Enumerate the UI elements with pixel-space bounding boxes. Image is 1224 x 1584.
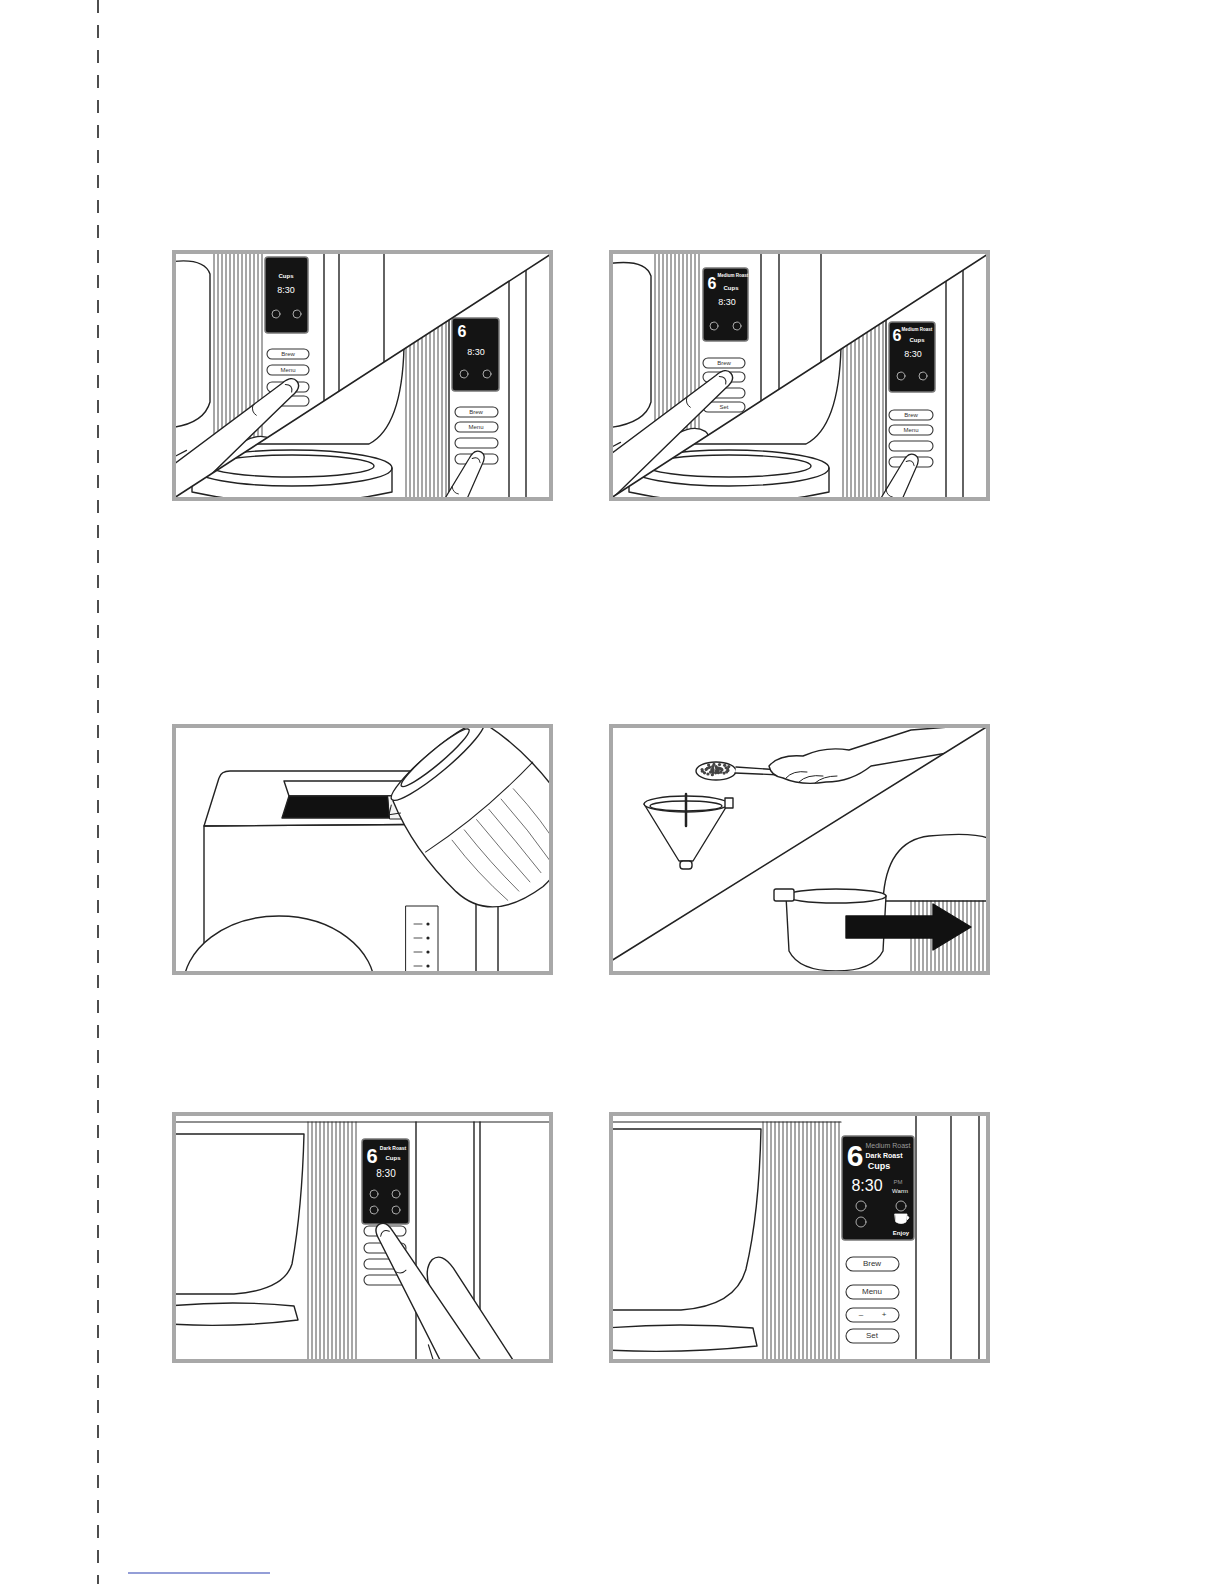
display-text: 8:30 xyxy=(376,1169,395,1179)
button-label: Menu xyxy=(862,1288,882,1296)
button-label: Brew xyxy=(717,360,731,366)
link-underline xyxy=(128,1572,270,1573)
button-label: Brew xyxy=(904,412,918,418)
button-label: Menu xyxy=(468,424,483,430)
display-text: 6 xyxy=(847,1141,864,1171)
illustration-panel xyxy=(530,252,988,658)
illustration-panel xyxy=(169,1114,551,1443)
button-label: Menu xyxy=(280,367,295,373)
illustration-panel xyxy=(606,1114,988,1361)
display-text: 8:30 xyxy=(277,286,295,295)
display-text: Medium Roast xyxy=(865,1142,910,1149)
display-text: 8:30 xyxy=(904,350,922,359)
display-text: Cups xyxy=(868,1162,891,1171)
button-label: Set xyxy=(866,1332,878,1340)
display-text: 6 xyxy=(458,324,467,340)
button-label: Brew xyxy=(281,351,295,357)
button-label: Brew xyxy=(469,409,483,415)
display-text: 8:30 xyxy=(467,348,485,357)
button-label: – xyxy=(859,1311,863,1319)
display-text: Cups xyxy=(910,337,925,343)
display-text: Cups xyxy=(724,285,739,291)
button-label: + xyxy=(882,1311,887,1319)
display-text: Warm xyxy=(892,1188,908,1194)
illustration-panel xyxy=(174,706,598,1060)
display-text: 6 xyxy=(893,328,902,344)
display-text: 6 xyxy=(366,1146,377,1166)
display-text: PM xyxy=(894,1179,903,1185)
button-label: Brew xyxy=(863,1260,881,1268)
display-text: Cups xyxy=(386,1155,401,1161)
display-text: Medium Roast xyxy=(718,274,749,279)
display-text: 8:30 xyxy=(851,1178,882,1194)
display-text: Medium Roast xyxy=(902,328,933,333)
display-text: Cups xyxy=(279,273,294,279)
display-text: Dark Roast xyxy=(866,1152,903,1159)
illustration-panel xyxy=(611,724,988,973)
display-text: Enjoy xyxy=(893,1230,909,1236)
illustration-panel xyxy=(96,252,551,655)
display-text: 8:30 xyxy=(718,298,736,307)
display-text: 6 xyxy=(708,276,717,292)
button-label: Menu xyxy=(903,427,918,433)
button-label: Set xyxy=(719,404,728,410)
display-text: Dark Roast xyxy=(380,1146,406,1151)
cut-line xyxy=(97,0,99,1584)
